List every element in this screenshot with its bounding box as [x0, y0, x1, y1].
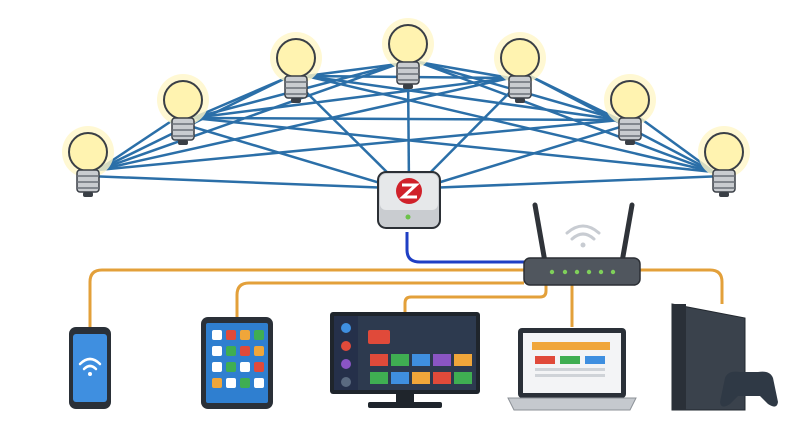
antenna-icon [532, 202, 548, 265]
bulb-glass-icon [163, 80, 203, 120]
content-tile [454, 372, 472, 384]
ethernet-link [235, 281, 524, 317]
app-icon [212, 378, 222, 388]
smartphone [69, 327, 111, 409]
menu-icon [341, 377, 351, 387]
mesh-link [182, 122, 398, 190]
mesh-link [295, 81, 404, 189]
content-tile [412, 372, 430, 384]
mesh-link [426, 174, 725, 190]
mesh-link [87, 174, 392, 190]
mesh-link [417, 60, 511, 80]
smart-bulb-6 [604, 74, 656, 145]
app-icon [254, 330, 264, 340]
tv-stand [368, 402, 442, 408]
wifi-icon [78, 357, 102, 376]
status-led-icon [405, 214, 411, 220]
app-icon [240, 330, 250, 340]
mesh-link [192, 116, 715, 174]
mesh-link [417, 60, 715, 174]
app-icon [254, 362, 264, 372]
menu-icon [341, 323, 351, 333]
mesh-link [192, 116, 621, 122]
app-icon [226, 362, 236, 372]
content-tile [454, 354, 472, 366]
smart-bulb-4 [382, 18, 434, 89]
bulb-glass-icon [610, 80, 650, 120]
hub-router-link [405, 232, 524, 264]
mesh-link [97, 76, 511, 172]
smart-bulb-1 [62, 126, 114, 197]
mesh-link [305, 74, 715, 174]
mesh-link [192, 76, 287, 120]
mesh-link [305, 74, 621, 122]
smart-bulb-7 [698, 126, 750, 197]
ethernet-link [640, 268, 724, 304]
bulb-glass-icon [704, 132, 744, 172]
laptop [507, 328, 637, 411]
content-tile [370, 354, 388, 366]
mesh-link [97, 62, 399, 172]
menu-icon [341, 341, 351, 351]
app-icon [240, 346, 250, 356]
smart-bulb-3 [270, 32, 322, 103]
smart-bulb-2 [157, 74, 209, 145]
app-icon [254, 378, 264, 388]
mesh-link [420, 122, 631, 190]
game-console [671, 303, 778, 411]
mesh-link [192, 76, 511, 120]
menu-icon [341, 359, 351, 369]
app-icon [240, 378, 250, 388]
controller-icon [720, 371, 778, 407]
app-icon [226, 346, 236, 356]
bulb-glass-icon [500, 38, 540, 78]
app-icon [226, 378, 236, 388]
bulb-glass-icon [388, 24, 428, 64]
ethernet-link [403, 285, 548, 312]
mesh-link [414, 81, 521, 189]
zigbee-hub [377, 171, 441, 229]
content-tile [433, 372, 451, 384]
app-icon [226, 330, 236, 340]
content-tile [370, 372, 388, 384]
app-icon [212, 362, 222, 372]
tablet [201, 317, 273, 409]
mesh-link [305, 62, 399, 78]
wifi-router [523, 202, 641, 286]
content-tile [391, 354, 409, 366]
content-tile [391, 372, 409, 384]
app-icon [212, 330, 222, 340]
app-icon [254, 346, 264, 356]
content-tile [433, 354, 451, 366]
ethernet-link [88, 268, 524, 327]
app-icon [212, 346, 222, 356]
antenna-icon [619, 202, 635, 265]
zigbee-mesh-links [87, 60, 725, 190]
smart-tv [330, 312, 480, 408]
app-icon [240, 362, 250, 372]
content-tile [412, 354, 430, 366]
wifi-signal-icon [565, 224, 601, 248]
smart-bulb-5 [494, 32, 546, 103]
smart-bulbs [62, 18, 750, 197]
bulb-glass-icon [68, 132, 108, 172]
bulb-glass-icon [276, 38, 316, 78]
play-tile [368, 330, 390, 344]
wired-links [88, 268, 724, 327]
